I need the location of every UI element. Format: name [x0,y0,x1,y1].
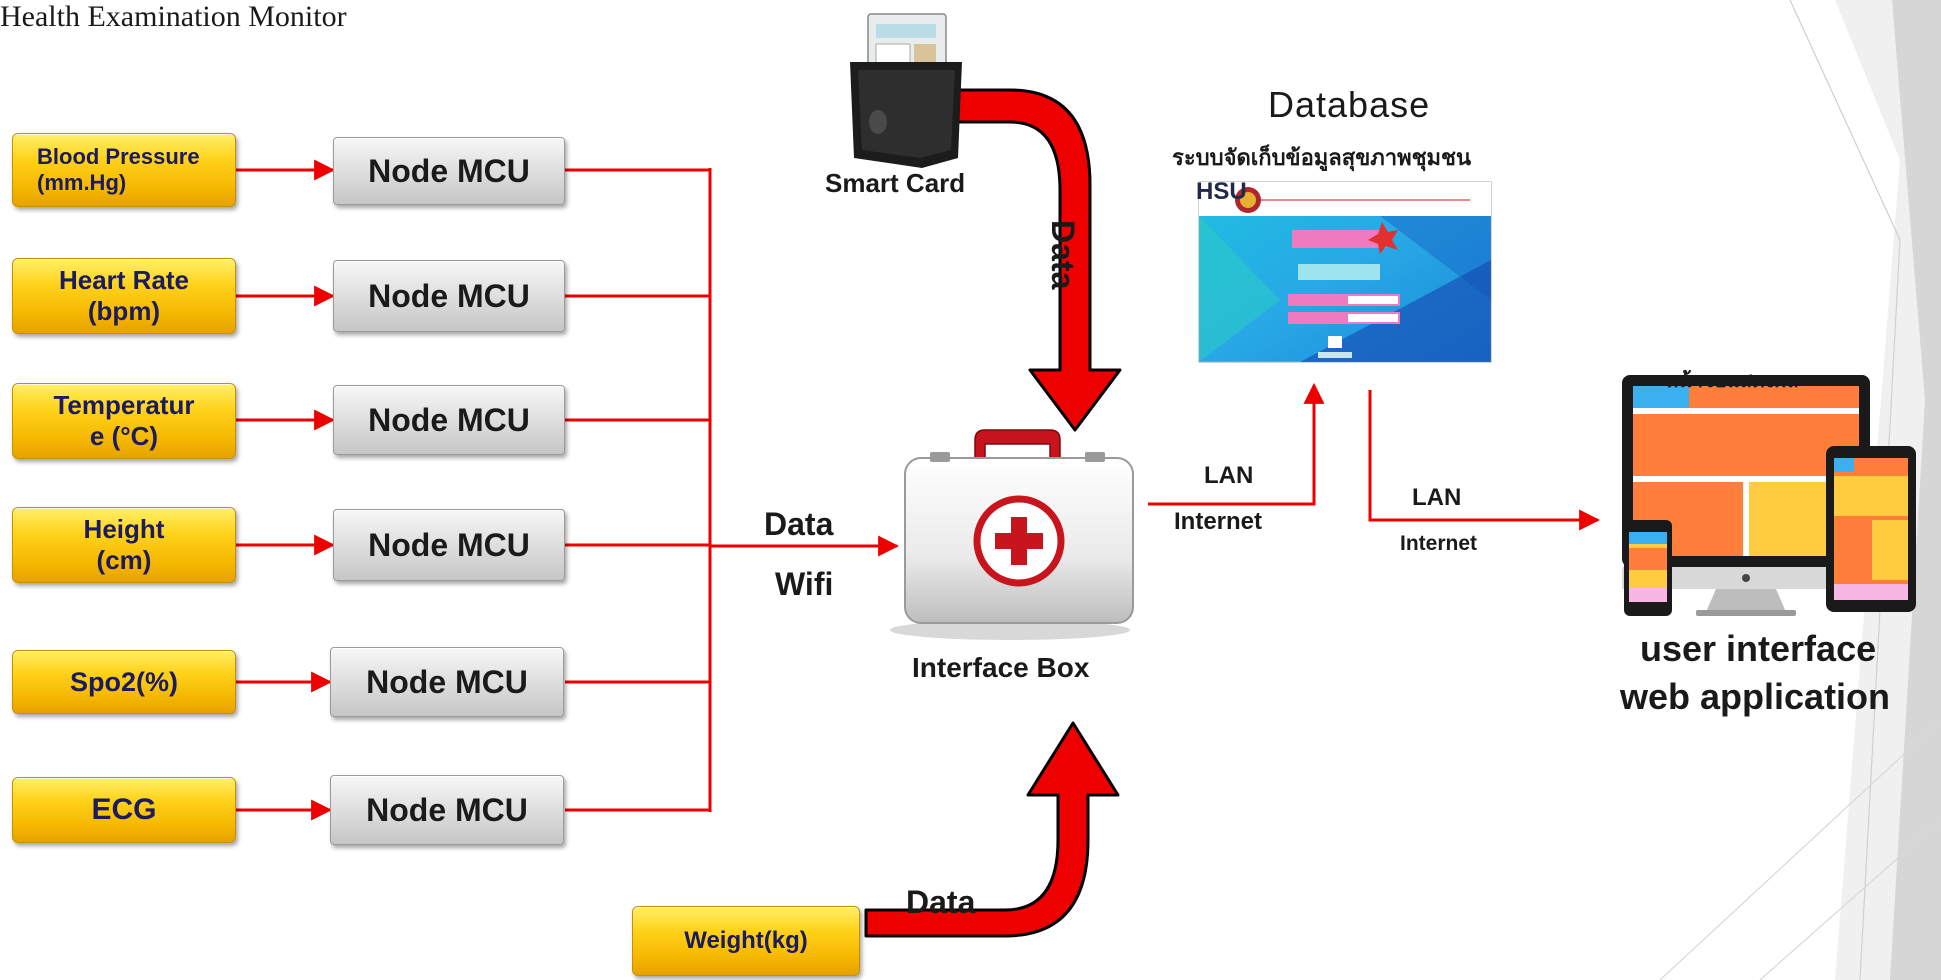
sensor-blood-pressure: Blood Pressure (mm.Hg) [12,133,236,207]
devices-icon [1622,375,1916,616]
sensor-unit: (cm) [96,545,152,575]
sensor-temperature: Temperatur e (°C) [12,383,236,459]
sensor-heart-rate: Heart Rate (bpm) [12,258,236,334]
sensor-unit: (mm.Hg) [37,170,127,195]
lan-label-2: LAN [1412,484,1462,511]
diagram-title: Health Examination Monitor [0,0,347,33]
sensor-connectors [236,159,336,821]
interface-box-icon [890,429,1134,640]
node-mcu-5: Node MCU [330,647,564,717]
sensor-spo2: Spo2(%) [12,650,236,714]
wifi-label: Wifi [775,566,834,602]
ui-label-2: web application [1620,676,1891,717]
node-mcu-3: Node MCU [333,385,565,455]
smart-card-arrow [951,88,1122,432]
interface-box-label: Interface Box [912,652,1090,683]
database-screen-image [1198,181,1492,363]
weight-arrow [864,721,1120,938]
node-mcu-2: Node MCU [333,260,565,332]
sensor-label: Blood Pressure [37,143,200,169]
sensor-label: Height [83,513,165,544]
sensor-height: Height (cm) [12,507,236,583]
node-mcu-1: Node MCU [333,137,565,205]
smart-card-reader-icon [850,13,962,168]
ui-label-1: user interface [1640,628,1877,669]
lan-label-1: LAN [1204,462,1254,489]
sensor-ecg: ECG [12,777,236,843]
data-label-wifi: Data [764,506,834,542]
display-label: หน้าจอแสดงผล [1665,368,1799,392]
data-label-bottom: Data [906,884,976,920]
sensor-unit: e (°C) [89,421,159,451]
sensor-label: Temperatur [53,389,195,420]
sensor-label: ECG [91,793,157,826]
database-title: Database [1268,84,1431,125]
smart-card-label: Smart Card [825,168,966,198]
sensor-unit: (bpm) [87,296,161,326]
node-mcu-6: Node MCU [330,775,564,845]
sensor-label: Weight(kg) [684,926,808,954]
bus-lines [565,168,900,812]
sensor-weight: Weight(kg) [632,906,860,976]
sensor-label: Heart Rate [58,264,190,295]
sensor-label: Spo2(%) [70,666,178,697]
screen-logo: HSU [1196,178,1247,205]
internet-label-1: Internet [1174,508,1263,535]
database-subtitle: ระบบจัดเก็บข้อมูลสุขภาพชุมชน [1172,146,1472,171]
internet-label-2: Internet [1400,532,1478,555]
data-label-vertical: Data [1045,220,1081,290]
lan-connectors [1148,382,1601,531]
node-mcu-4: Node MCU [333,509,565,581]
